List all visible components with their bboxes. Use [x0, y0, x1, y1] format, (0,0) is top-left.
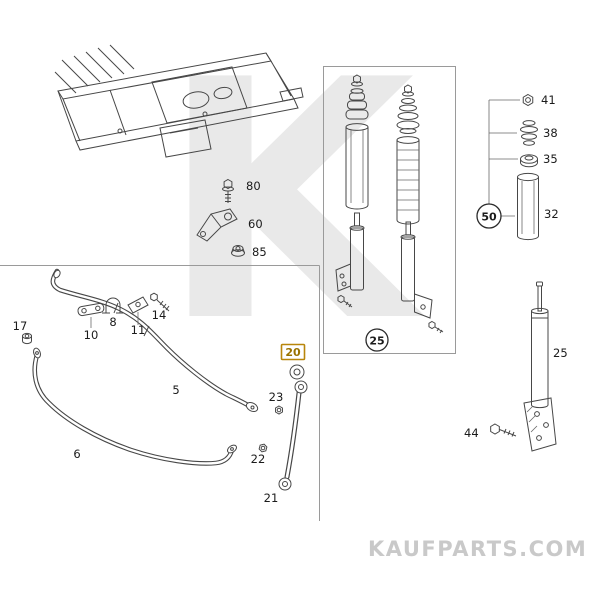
label-23[interactable]: 23 [269, 390, 284, 404]
label-20-highlight-box [280, 343, 306, 361]
cap-35-drawing [520, 154, 538, 168]
label-20[interactable]: 20 [285, 346, 301, 359]
strut-25-drawing [523, 281, 557, 452]
label-6[interactable]: 6 [73, 447, 80, 461]
callout-leader-lines [488, 99, 520, 217]
label-35[interactable]: 35 [543, 152, 558, 166]
label-50[interactable]: 50 [481, 211, 497, 224]
stabilizer-bar-6-drawing [32, 347, 237, 466]
label-41[interactable]: 41 [541, 93, 556, 107]
bolt-80-drawing [222, 178, 234, 203]
chassis-frame-drawing [54, 44, 304, 158]
ring-20-drawing [289, 364, 305, 380]
nut-23-drawing [275, 405, 283, 415]
shock-assembly-left-drawing [335, 74, 369, 308]
clamp-8-drawing [102, 297, 124, 314]
nut-85-drawing [231, 245, 245, 257]
stabilizer-bar-5-drawing [50, 268, 259, 413]
section-divider-lines [0, 265, 320, 521]
label-80[interactable]: 80 [246, 179, 261, 193]
label-32[interactable]: 32 [544, 207, 559, 221]
nut-22-drawing [258, 443, 268, 453]
cover-32-drawing [517, 172, 539, 241]
nut-41-drawing [522, 93, 534, 107]
label-38[interactable]: 38 [543, 126, 558, 140]
label-11[interactable]: 11 [131, 323, 146, 337]
label-85[interactable]: 85 [252, 245, 267, 259]
boot-38-drawing [520, 120, 538, 146]
site-watermark: KAUFPARTS.COM [368, 537, 587, 561]
label-8[interactable]: 8 [109, 315, 116, 329]
label-14[interactable]: 14 [152, 308, 167, 322]
shock-assembly-right-drawing [396, 84, 444, 334]
nut-17-drawing [22, 332, 32, 345]
label-22[interactable]: 22 [251, 452, 266, 466]
label-25-strut[interactable]: 25 [553, 346, 568, 360]
plate-10-drawing [77, 302, 105, 328]
panel-callout-25: 25 [365, 328, 389, 352]
label-20-highlight[interactable]: 20 [280, 343, 306, 361]
label-5[interactable]: 5 [172, 383, 179, 397]
label-25-panel[interactable]: 25 [369, 335, 384, 348]
bolt-44-drawing [490, 423, 517, 437]
group-callout-50: 50 [476, 203, 502, 229]
bracket-11-drawing [127, 296, 149, 325]
label-60[interactable]: 60 [248, 217, 263, 231]
label-17[interactable]: 17 [13, 319, 28, 333]
shock-kit-panel-box [323, 66, 456, 354]
label-21[interactable]: 21 [264, 491, 279, 505]
link-21-drawing [278, 380, 308, 491]
label-44[interactable]: 44 [464, 426, 479, 440]
label-10[interactable]: 10 [84, 328, 99, 342]
screw-14-drawing [150, 292, 170, 312]
bracket-60-drawing [196, 208, 238, 242]
